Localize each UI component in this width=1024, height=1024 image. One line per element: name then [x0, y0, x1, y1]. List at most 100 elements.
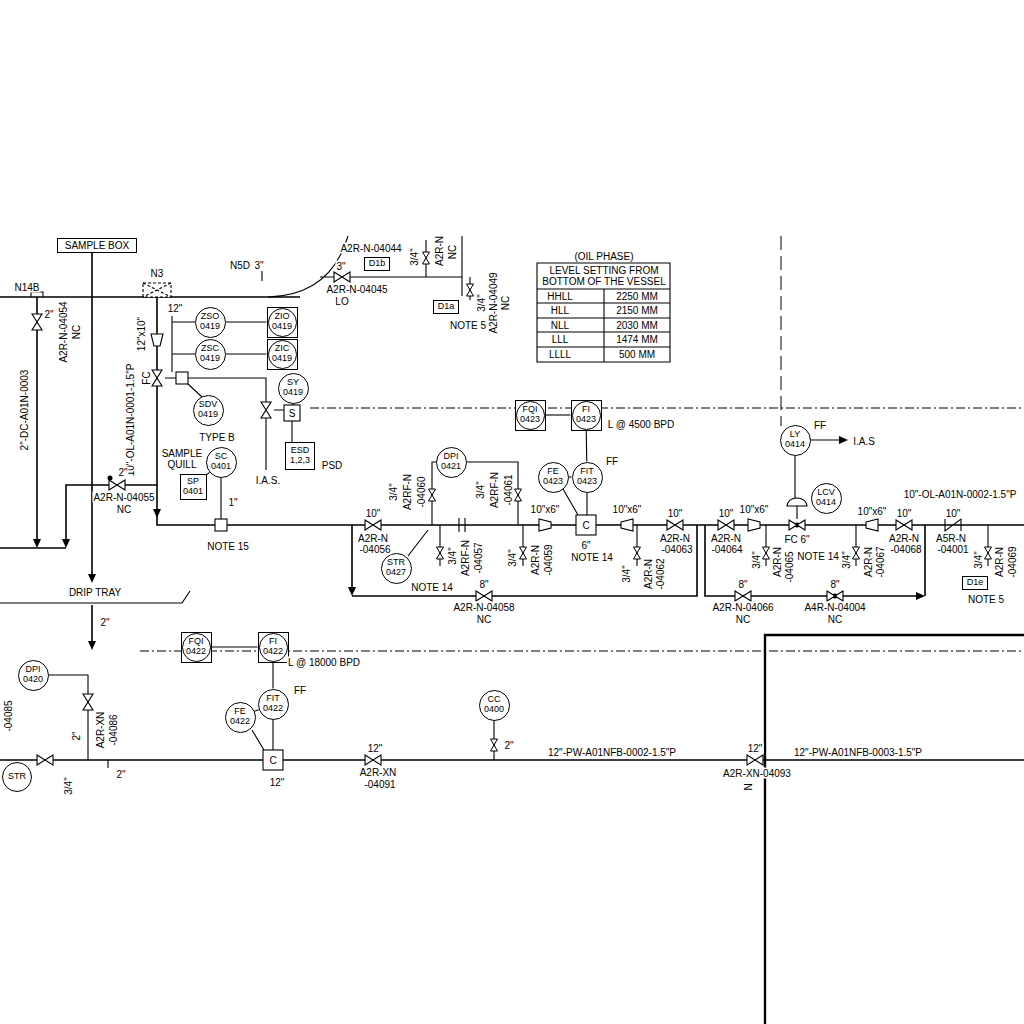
label-anchor: A2R-XN: [359, 767, 398, 778]
tag-label: 10"x6": [739, 504, 770, 515]
tag-label: 8": [478, 579, 489, 590]
tag-label: A2R-N: [659, 533, 691, 544]
label-anchor: -04057: [473, 541, 484, 574]
label-anchor: -04056: [358, 544, 391, 555]
tag-text: D1a: [438, 302, 455, 312]
label-anchor: 3/4": [973, 550, 984, 569]
label-anchor: 3/4": [621, 564, 632, 583]
label-anchor: A2R-N-04054: [58, 300, 69, 363]
label-anchor: 10": [945, 508, 962, 519]
label-anchor: NC: [71, 324, 82, 340]
label-anchor: 8": [737, 579, 748, 590]
tag-text: 0422: [263, 647, 283, 657]
tag-label: 12"x10": [136, 316, 147, 352]
label-anchor: NLL: [550, 320, 570, 331]
tag-label: 12"-PW-A01NFB-0003-1.5"P: [793, 747, 923, 758]
label-anchor: A2R-N-04055: [92, 492, 155, 503]
label-anchor: A2R-N-04045: [325, 284, 388, 295]
tag-label: NC: [447, 244, 458, 260]
label-anchor: A2R-N: [434, 235, 445, 267]
flow-arrow: [62, 539, 70, 548]
control-valve: [789, 520, 805, 530]
tag-label: I.A.S.: [255, 475, 281, 486]
valve-actuator-dome: [787, 498, 807, 506]
tag-text: SY: [287, 378, 299, 388]
label-anchor: A2R-N: [863, 546, 874, 578]
tag-label: 2": [117, 467, 128, 478]
flow-arrow: [33, 539, 41, 548]
gate-valve: [735, 591, 751, 601]
gate-valve: [32, 314, 42, 330]
label-anchor: NOTE 5: [449, 320, 487, 331]
tag-text: SP: [187, 477, 199, 487]
flow-element-box: [576, 515, 596, 535]
tag-label: L @ 18000 BPD: [287, 657, 361, 668]
tag-label: NC: [827, 614, 843, 625]
label-anchor: 1": [227, 497, 238, 508]
label-anchor: 3/4": [751, 550, 762, 569]
tag-label: 2030 MM: [615, 320, 659, 331]
label-anchor: 3/4": [507, 548, 518, 567]
shared-display-box: FQI0423: [515, 400, 546, 431]
tag-label: -04059: [543, 543, 554, 576]
tag-label: -04085: [3, 699, 14, 732]
instrument-box: D1b: [364, 257, 390, 271]
nozzle-box: [143, 283, 171, 297]
tag-text: DPI: [443, 452, 458, 462]
label-anchor: C: [581, 520, 590, 531]
tag-text: STR: [8, 772, 26, 782]
label-anchor: A2R-N-04049: [488, 271, 499, 334]
tag-label: 3/4": [388, 482, 399, 501]
label-anchor: 12"-PW-A01NFB-0003-1.5"P: [793, 747, 923, 758]
label-anchor: 3": [253, 260, 264, 271]
valve-handle: [108, 476, 113, 481]
instrument-bubble: FE0422: [225, 702, 256, 733]
label-anchor: A4R-N-04004: [803, 602, 866, 613]
tag-label: -04069: [1007, 545, 1018, 578]
tag-label: -04086: [108, 713, 119, 746]
tag-text: CC: [488, 695, 501, 705]
label-anchor: SAMPLE QUILL: [159, 448, 205, 470]
tag-label: -04091: [363, 779, 396, 790]
tag-text: ZIO: [275, 312, 290, 322]
label-anchor: -04086: [108, 713, 119, 746]
tag-label: 3/4": [475, 480, 486, 499]
tag-text: 0422: [186, 647, 206, 657]
label-anchor: FF: [605, 456, 619, 467]
tag-text: ZSO: [201, 312, 220, 322]
label-anchor: 2"-DC-A01N-0003: [19, 369, 30, 452]
tag-label: HHLL: [546, 291, 574, 302]
label-anchor: FF: [293, 685, 307, 696]
label-anchor: 3": [335, 261, 346, 272]
label-anchor: FF: [813, 420, 827, 431]
tag-label: A2R-N-04058: [452, 602, 515, 613]
tag-label: A2R-N: [863, 546, 874, 578]
tag-label: -04001: [936, 544, 969, 555]
tag-label: A2RF-N: [460, 539, 471, 577]
tag-label: A2R-N: [357, 533, 389, 544]
tag-text: ESD: [291, 446, 310, 456]
tag-label: 2250 MM: [615, 291, 659, 302]
instrument-connector: [254, 710, 258, 712]
tag-label: 1474 MM: [615, 334, 659, 345]
label-anchor: A2RF-N: [460, 539, 471, 577]
gate-valve: [747, 755, 763, 765]
tag-label: A2R-N: [888, 533, 920, 544]
label-anchor: A2RF-N: [402, 473, 413, 511]
label-anchor: 10"-OL-A01N-0001-1.5"P: [125, 363, 136, 478]
label-anchor: -04064: [710, 544, 743, 555]
tag-text: 0423: [577, 477, 597, 487]
solenoid-box: [284, 405, 300, 421]
tag-label: A2R-N: [994, 546, 1005, 578]
flow-element-box: [263, 750, 283, 770]
tag-text: 0419: [272, 354, 292, 364]
tag-label: LEVEL SETTING FROM BOTTOM OF THE VESSEL: [540, 265, 668, 287]
label-anchor: 10"-OL-A01N-0002-1.5"P: [903, 489, 1018, 500]
tag-label: LLL: [551, 334, 570, 345]
tag-text: DPI: [25, 665, 40, 675]
tag-label: HLL: [550, 305, 570, 316]
instrument-bubble: ZSO0419: [195, 307, 226, 338]
small-valve: [429, 489, 436, 501]
tag-text: FIT: [580, 467, 594, 477]
